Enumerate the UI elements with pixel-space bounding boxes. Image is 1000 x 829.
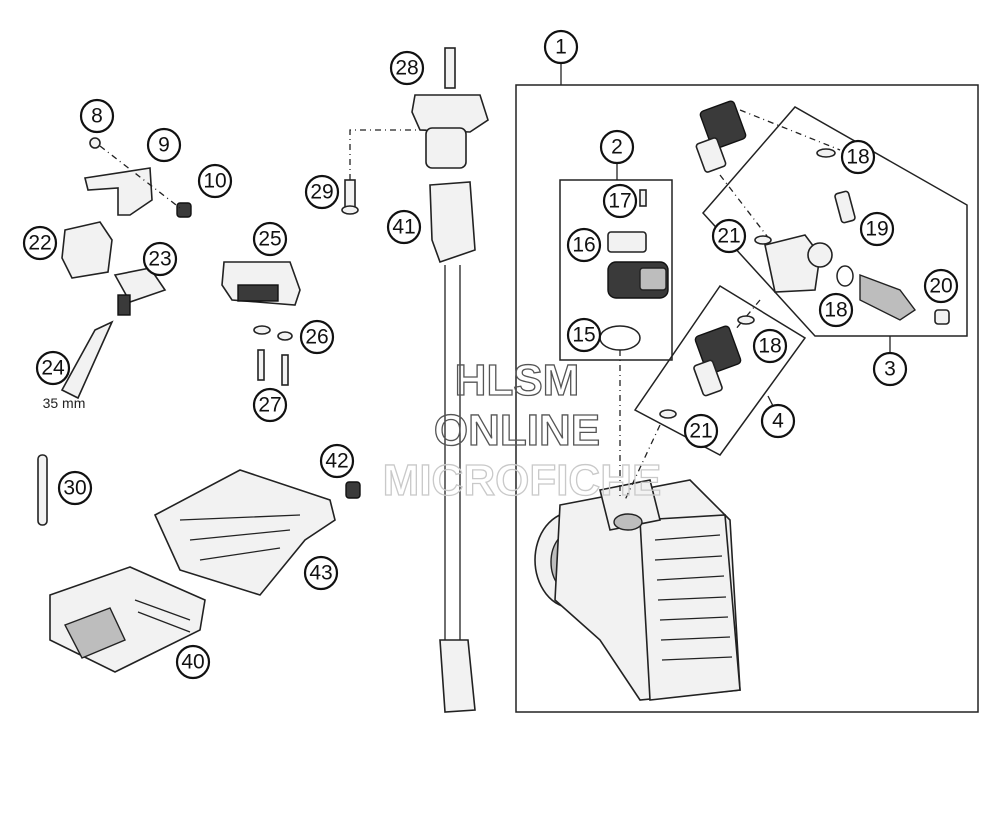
callout-1-label: 1 [555, 36, 567, 59]
callout-17: 17 [602, 183, 638, 219]
callout-42: 42 [319, 443, 355, 479]
control-unit-parts [221, 261, 301, 386]
watermark-line-3: MICROFICHE [383, 456, 662, 505]
map-sensor-parts [60, 221, 167, 400]
callout-27: 27 [252, 387, 288, 423]
injector-assembly-3 [695, 100, 950, 325]
callout-15-label: 15 [572, 324, 595, 347]
callout-24: 24 [35, 350, 71, 386]
callout-3: 3 [872, 351, 908, 387]
callout-19: 19 [859, 211, 895, 247]
throttle-body [534, 479, 741, 701]
callout-21-a: 21 [711, 218, 747, 254]
callout-15: 15 [566, 317, 602, 353]
callout-21-b: 21 [683, 413, 719, 449]
hose-length-label: 35 mm [43, 395, 86, 411]
callout-8-label: 8 [91, 105, 103, 128]
callout-26-label: 26 [305, 326, 328, 349]
callout-2-label: 2 [611, 136, 623, 159]
callout-10-label: 10 [203, 170, 226, 193]
callout-10: 10 [197, 163, 233, 199]
watermark-line-2: ONLINE [434, 406, 600, 455]
callout-21-b-label: 21 [689, 420, 712, 443]
engine-control-unit [49, 566, 206, 673]
callout-20: 20 [923, 268, 959, 304]
callout-26: 26 [299, 319, 335, 355]
callout-40: 40 [175, 644, 211, 680]
callout-22: 22 [22, 225, 58, 261]
callout-18-b-label: 18 [824, 299, 847, 322]
callout-23-label: 23 [148, 248, 171, 271]
bracket-parts [84, 137, 192, 218]
callout-40-label: 40 [181, 651, 204, 674]
callout-17-label: 17 [608, 190, 631, 213]
callout-2: 2 [599, 129, 635, 165]
injector-assembly-4 [659, 315, 755, 419]
assembly-3-frame [701, 106, 968, 337]
callout-42-label: 42 [325, 450, 348, 473]
callout-25: 25 [252, 221, 288, 257]
assembly-1-frame [515, 84, 979, 713]
watermark-line-1: HLSM [455, 356, 580, 405]
callout-29: 29 [304, 174, 340, 210]
callout-30-label: 30 [63, 477, 86, 500]
callout-28: 28 [389, 50, 425, 86]
callout-16: 16 [566, 227, 602, 263]
callout-18-b: 18 [818, 292, 854, 328]
callout-18-a-label: 18 [846, 146, 869, 169]
callout-18-c: 18 [752, 328, 788, 364]
callout-9-label: 9 [158, 134, 170, 157]
callout-21-a-label: 21 [717, 225, 740, 248]
ecu-bracket [153, 469, 361, 596]
callout-28-label: 28 [395, 57, 418, 80]
callout-19-label: 19 [865, 218, 888, 241]
callout-3-label: 3 [884, 358, 896, 381]
callout-4: 4 [760, 403, 796, 439]
callout-24-label: 24 [41, 357, 65, 380]
callout-18-a: 18 [840, 139, 876, 175]
callout-29-label: 29 [310, 181, 333, 204]
callout-23: 23 [142, 241, 178, 277]
callout-18-c-label: 18 [758, 335, 781, 358]
callout-22-label: 22 [28, 232, 51, 255]
callout-41-label: 41 [392, 216, 415, 239]
callout-8: 8 [79, 98, 115, 134]
cable-and-sensor [341, 47, 489, 713]
callout-4-label: 4 [772, 410, 784, 433]
cable-strap [37, 454, 48, 526]
callout-30: 30 [57, 470, 93, 506]
callout-9: 9 [146, 127, 182, 163]
assembly-2-frame [559, 179, 673, 361]
callout-16-label: 16 [572, 234, 595, 257]
callout-20-label: 20 [929, 275, 952, 298]
callout-43-label: 43 [309, 562, 332, 585]
sensor-assembly-2 [599, 189, 669, 351]
callout-43: 43 [303, 555, 339, 591]
callout-27-label: 27 [258, 394, 281, 417]
callout-25-label: 25 [258, 228, 281, 251]
callout-41: 41 [386, 209, 422, 245]
callout-1: 1 [543, 29, 579, 65]
